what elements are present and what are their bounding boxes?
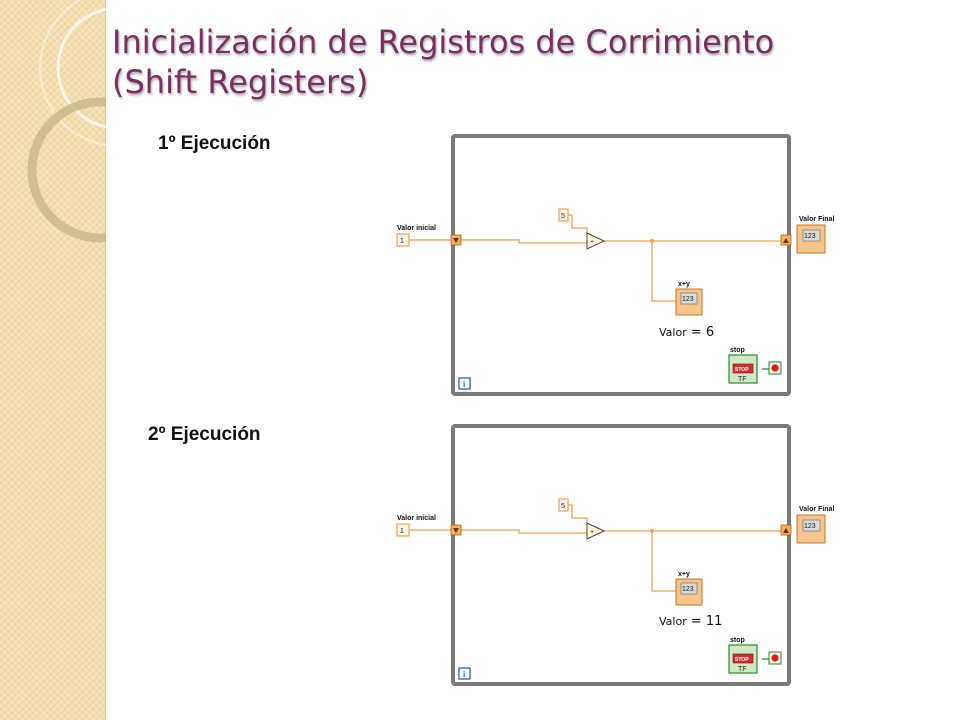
wire-junction [650,239,654,243]
constant-box [558,498,569,512]
stop-label: stop [730,347,745,354]
final-value-label: Valor Final [799,216,834,223]
add-function-node [586,522,606,540]
final-value-display [802,519,821,532]
shift-register-left-arrow [453,528,459,533]
add-function-node [586,232,606,250]
final-value-label: Valor Final [799,506,834,513]
add-symbol: + [590,239,594,246]
constant-box [558,208,569,222]
initial-value-label: Valor inicial [397,225,436,232]
execution-1-label: 1º Ejecución [158,133,271,154]
constant-wire [567,214,588,237]
branch-wire [651,241,678,302]
stop-condition-icon [771,654,779,662]
branch-wire [651,531,678,592]
stop-tf-text: TF [738,666,747,673]
add-indicator-label: x+y [678,571,690,578]
result-value-word: Valor [659,326,687,339]
stop-button-face [732,363,754,374]
add-indicator-number: 123 [682,586,694,593]
initial-value-control [396,523,410,537]
final-value-number: 123 [804,233,816,240]
iteration-terminal [458,377,471,390]
initial-value-label: Valor inicial [397,515,436,522]
stop-tf-text: TF [738,376,747,383]
shift-register-left-arrow [453,238,459,243]
result-value-number: = 11 [690,614,723,629]
iteration-icon: i [463,670,465,679]
stop-button-face [732,653,754,664]
decorative-circle [56,7,106,129]
add-indicator-label: x+y [678,281,690,288]
iteration-terminal [458,667,471,680]
while-loop-frame [451,424,791,686]
add-indicator-display [680,292,698,305]
final-value-number: 123 [804,523,816,530]
decorative-circles [27,0,106,243]
initial-value-number: 1 [400,238,404,245]
input-wire [409,529,587,534]
constant-value: 5 [561,503,565,510]
execution-2-label: 2º Ejecución [148,424,261,445]
stop-label: stop [730,637,745,644]
wire-junction [650,529,654,533]
decorative-circle [27,97,106,243]
final-value-terminal [796,514,826,544]
decorative-circle [39,0,106,147]
result-value-1: Valor = 6 [659,325,714,340]
block-diagram-execution-1: Valor inicial 1 5 + x+y 123 Valor Final 123 stop… [396,134,834,396]
while-loop-frame [451,134,791,396]
title-line-2: (Shift Registers) [112,63,369,101]
title-line-1: Inicialización de Registros de Corrimien… [112,23,775,61]
result-value-2: Valor = 11 [659,614,722,629]
stop-button-text: STOP [735,657,749,663]
constant-value: 5 [561,213,565,220]
shift-register-right-arrow [783,238,789,243]
result-value-number: = 6 [690,325,715,340]
initial-value-control [396,233,410,247]
initial-value-number: 1 [400,528,404,535]
final-value-display [802,229,821,242]
iteration-icon: i [463,380,465,389]
add-indicator-display [680,582,698,595]
add-symbol: + [590,529,594,536]
stop-condition-icon [771,364,779,372]
add-indicator-number: 123 [682,296,694,303]
input-wire [409,239,587,244]
decorative-sidebar [0,0,106,720]
constant-wire [567,504,588,527]
shift-register-right-arrow [783,528,789,533]
result-value-word: Valor [659,615,687,628]
block-diagram-execution-2: Valor inicial 1 5 + x+y 123 Valor Final 123 stop… [396,424,834,686]
stop-button-text: STOP [735,367,749,373]
slide-title: Inicialización de Registros de Corrimien… [112,22,932,102]
